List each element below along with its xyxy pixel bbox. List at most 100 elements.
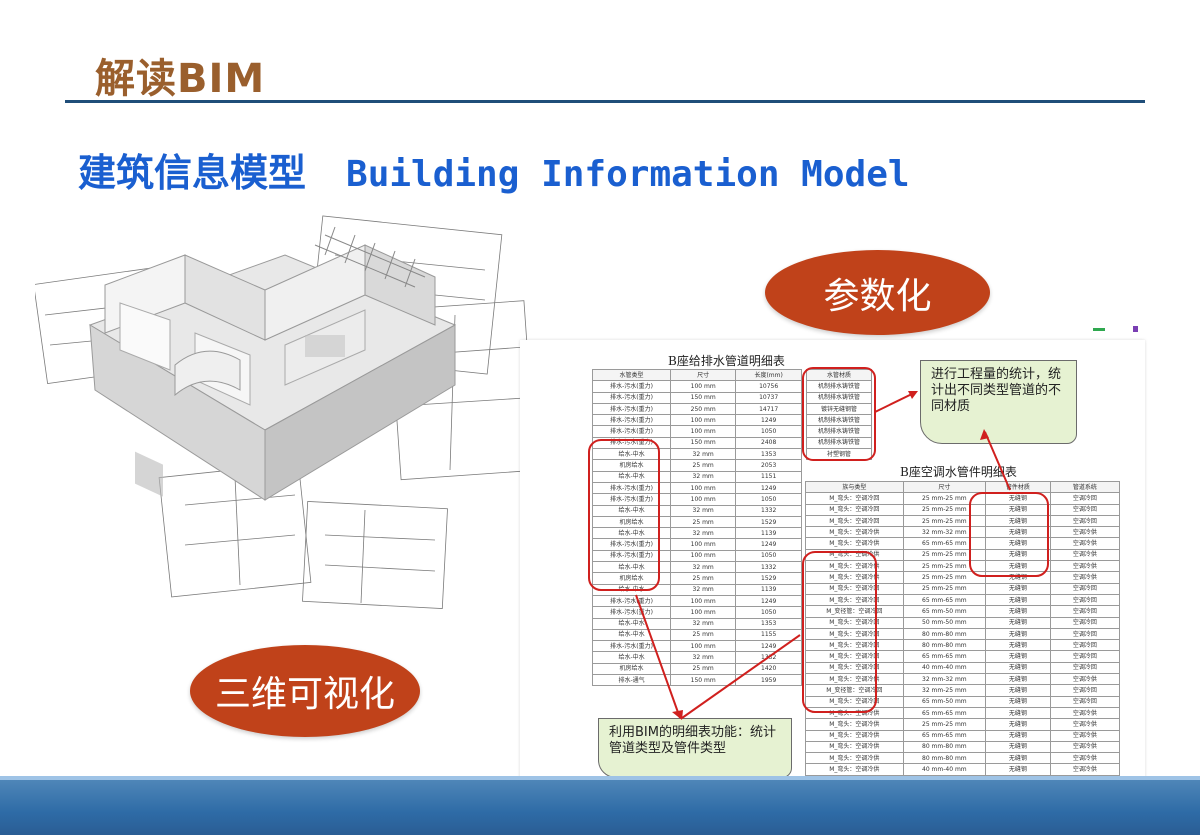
- table-cell: 无缝钢: [984, 673, 1051, 686]
- table-cell: 机房给水: [591, 662, 672, 676]
- table-cell: 衬塑钢管: [806, 448, 872, 461]
- table-cell: M_弯头：空调冷回: [805, 593, 904, 607]
- table-cell: M_弯头：空调冷供: [805, 537, 904, 550]
- table-cell: 1050: [735, 549, 802, 563]
- table-cell: 80 mm-80 mm: [902, 752, 986, 765]
- building-model-illustration: [35, 215, 535, 610]
- table-cell: 1050: [735, 493, 802, 506]
- table-cell: 空调冷回: [1049, 492, 1121, 505]
- table-cell: 100 mm: [670, 493, 737, 506]
- table-cell: 1249: [735, 414, 802, 427]
- table-cell: 无缝钢: [984, 650, 1051, 663]
- table-cell: 32 mm: [670, 527, 737, 540]
- table-cell: 无缝钢: [984, 684, 1051, 697]
- table-cell: M_弯头：空调冷回: [805, 650, 904, 663]
- table-row: 机制排水铸铁管: [806, 380, 872, 393]
- table-cell: 机房给水: [591, 459, 672, 472]
- table-cell: M_变径管：空调冷回: [805, 684, 904, 697]
- table-cell: 空调冷供: [1049, 752, 1121, 765]
- table-cell: 1959: [735, 674, 802, 687]
- table-cell: 排水-污水(重力): [591, 436, 672, 450]
- table-cell: 无缝钢: [984, 503, 1051, 516]
- table-cell: 机房给水: [591, 572, 672, 585]
- table-cell: 空调冷回: [1049, 695, 1121, 708]
- subtitle-chinese: 建筑信息模型: [78, 151, 307, 195]
- table-cell: 给水-中水: [591, 617, 672, 630]
- table-cell: M_弯头：空调冷回: [805, 582, 904, 595]
- table-cell: 空调冷供: [1049, 718, 1121, 731]
- table-cell: 1050: [735, 606, 802, 619]
- table-cell: 空调冷回: [1049, 684, 1121, 697]
- table-row: 衬塑钢管: [806, 448, 872, 461]
- table-cell: 1420: [735, 662, 802, 676]
- table-cell: 32 mm-25 mm: [902, 684, 986, 697]
- table-cell: 250 mm: [670, 402, 737, 416]
- table-cell: 排水-污水(重力): [591, 391, 672, 404]
- table-cell: 1050: [735, 425, 802, 438]
- table-row: 机制排水铸铁管: [806, 414, 872, 427]
- table-cell: M_弯头：空调冷回: [805, 503, 904, 516]
- table-cell: 排水-污水(重力): [591, 425, 672, 438]
- table-cell: 100 mm: [670, 414, 737, 427]
- table-cell: 25 mm: [670, 662, 737, 676]
- table-cell: M_弯头：空调冷回: [805, 695, 904, 708]
- table-cell: 无缝钢: [984, 627, 1051, 641]
- table-cell: 机制排水铸铁管: [806, 414, 872, 427]
- table-cell: 无缝钢: [984, 593, 1051, 607]
- column-header: 长度(mm): [735, 368, 802, 382]
- table-cell: 无缝钢: [984, 616, 1051, 629]
- table-cell: 空调冷回: [1049, 616, 1121, 629]
- table-cell: 无缝钢: [984, 718, 1051, 731]
- table-cell: 给水-中水: [591, 651, 672, 664]
- table-cell: M_弯头：空调冷回: [805, 514, 904, 528]
- table-cell: 2408: [735, 436, 802, 450]
- table-cell: 80 mm-80 mm: [902, 639, 986, 652]
- table-cell: 25 mm-25 mm: [902, 582, 986, 595]
- table-cell: 32 mm: [670, 504, 737, 517]
- table-cell: 给水-中水: [591, 527, 672, 540]
- table-cell: M_弯头：空调冷供: [805, 752, 904, 765]
- table-cell: 65 mm-65 mm: [902, 593, 986, 607]
- column-header: 水管材质: [806, 368, 872, 382]
- column-header: 管道系统: [1049, 480, 1121, 494]
- table-cell: 25 mm-25 mm: [902, 718, 986, 731]
- table-cell: 空调冷回: [1049, 582, 1121, 595]
- table-cell: 给水-中水: [591, 561, 672, 574]
- table-cell: 无缝钢: [984, 740, 1051, 754]
- table-cell: 排水-污水(重力): [591, 380, 672, 393]
- table-cell: 空调冷回: [1049, 514, 1121, 528]
- table-cell: 100 mm: [670, 549, 737, 563]
- table-cell: M_弯头：空调冷供: [805, 706, 904, 720]
- table-cell: M_弯头：空调冷供: [805, 571, 904, 584]
- table-cell: 1249: [735, 538, 802, 551]
- stats-callout: 进行工程量的统计，统计出不同类型管道的不同材质: [920, 360, 1077, 444]
- table-cell: 空调冷回: [1049, 661, 1121, 675]
- table-row: 机制排水铸铁管: [806, 391, 872, 404]
- table-cell: 排水-污水(重力): [591, 493, 672, 506]
- table-cell: 80 mm-80 mm: [902, 740, 986, 754]
- material-column-table: 水管材质 机制排水铸铁管机制排水铸铁管镀锌无缝钢管机制排水铸铁管机制排水铸铁管机…: [806, 368, 872, 461]
- table-cell: 1353: [735, 617, 802, 630]
- table-cell: 给水-中水: [591, 504, 672, 517]
- table-cell: 机制排水铸铁管: [806, 391, 872, 404]
- table-cell: 无缝钢: [984, 752, 1051, 765]
